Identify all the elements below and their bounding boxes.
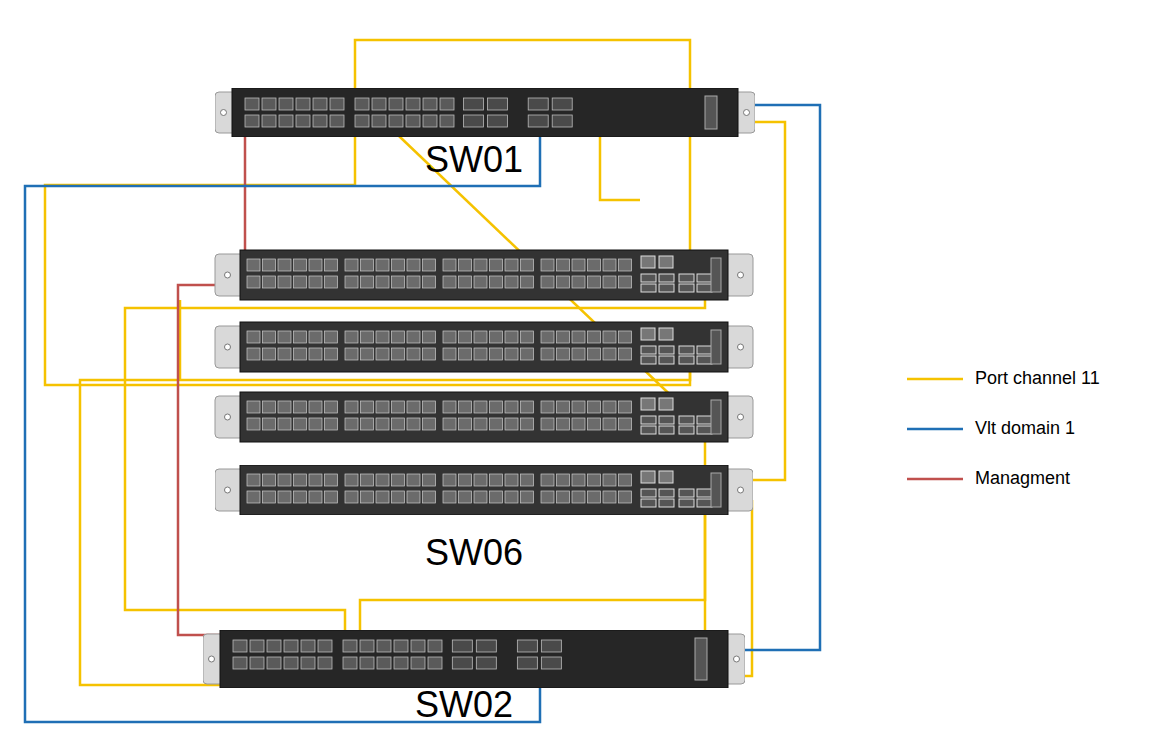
switch-label: SW01 <box>425 142 523 178</box>
legend-row: Vlt domain 1 <box>905 415 1165 465</box>
legend-line-sample <box>905 365 965 395</box>
legend-line-sample <box>905 465 965 495</box>
access-switch <box>215 250 753 300</box>
switch-graphic <box>215 88 755 137</box>
cable-connector <box>704 515 707 630</box>
legend-row: Port channel 11 <box>905 365 1165 415</box>
cable-connector <box>753 122 785 480</box>
switch-label: SW06 <box>425 535 523 571</box>
switch-label: SW02 <box>415 687 513 723</box>
legend-label: Managment <box>975 468 1070 489</box>
switch-graphic <box>215 465 753 515</box>
access-switch <box>215 322 753 372</box>
legend-label: Vlt domain 1 <box>975 418 1075 439</box>
network-switch: SW01 <box>215 88 755 137</box>
legend: Port channel 11 Vlt domain 1 Managment <box>905 365 1165 515</box>
access-switch <box>215 392 753 442</box>
cable-connector <box>745 105 820 650</box>
legend-label: Port channel 11 <box>975 368 1100 389</box>
switch-graphic <box>203 630 745 688</box>
network-switch: SW02 <box>203 630 745 688</box>
network-switch: SW06 <box>215 465 753 515</box>
legend-row: Managment <box>905 465 1165 515</box>
legend-line-sample <box>905 415 965 445</box>
